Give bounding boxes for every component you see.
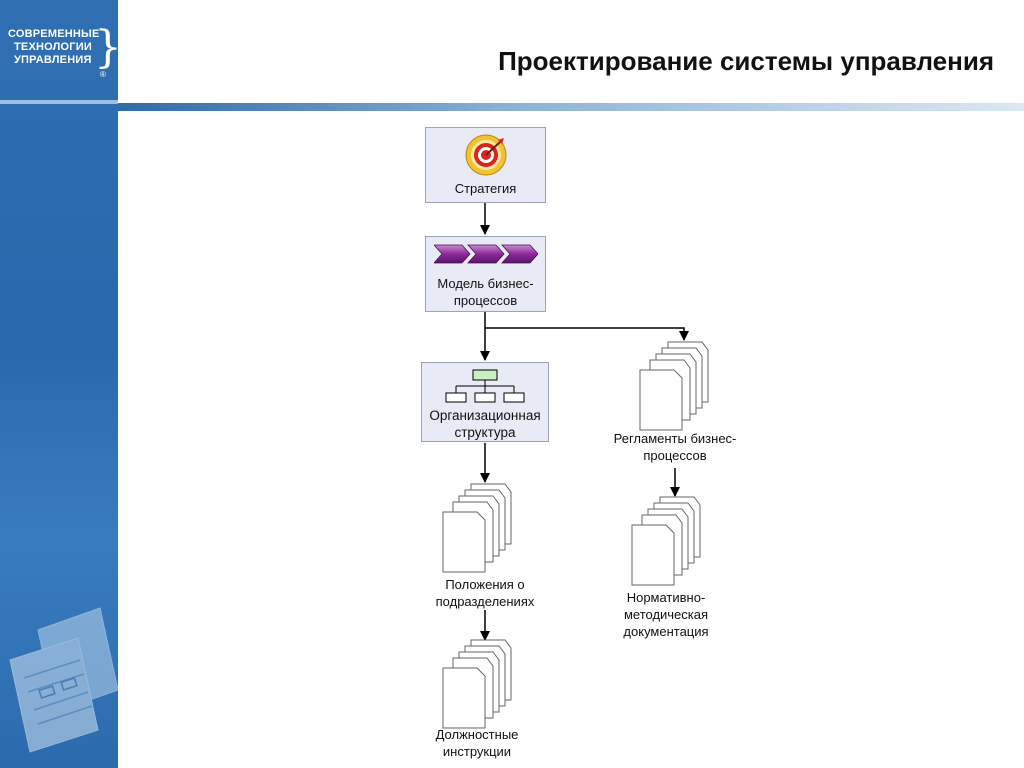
node-process-model: Модель бизнес-процессов [425,236,546,312]
registered-mark: ® [100,70,106,79]
logo-line-1: СОВРЕМЕННЫЕ [8,28,100,40]
node-strategy: Стратегия [425,127,546,203]
normative-docs-label: Нормативно-методическая документация [623,590,709,639]
regulations-label: Регламенты бизнес-процессов [613,431,737,463]
job-descriptions-label: Должностные инструкции [435,727,519,759]
document-stack-icon [639,341,709,431]
document-stack-icon [442,639,512,729]
logo-line-2: ТЕХНОЛОГИИ [14,41,92,53]
dept-regulations-label: Положения о подразделениях [435,577,535,609]
page-title: Проектирование системы управления [498,46,994,76]
process-chevrons-icon [434,244,538,264]
connector-model-to-regulations [485,327,689,341]
decorative-papers-icon [9,607,118,753]
process-model-label: Модель бизнес-процессов [437,276,534,308]
strategy-label: Стратегия [454,181,517,196]
document-stack-icon [631,496,701,586]
document-stack-icon [442,483,512,573]
sidebar-divider [0,100,118,104]
org-chart-icon [445,369,525,403]
org-structure-label: Организационная структура [429,408,541,440]
sidebar: СОВРЕМЕННЫЕ ТЕХНОЛОГИИ УПРАВЛЕНИЯ } ® [0,0,122,768]
node-org-structure: Организационная структура [421,362,549,442]
logo-brace: } [94,22,122,73]
company-logo: СОВРЕМЕННЫЕ ТЕХНОЛОГИИ УПРАВЛЕНИЯ } ® [8,26,122,88]
logo-line-3: УПРАВЛЕНИЯ [14,54,92,66]
header-divider [118,103,1024,111]
target-icon [465,134,507,176]
